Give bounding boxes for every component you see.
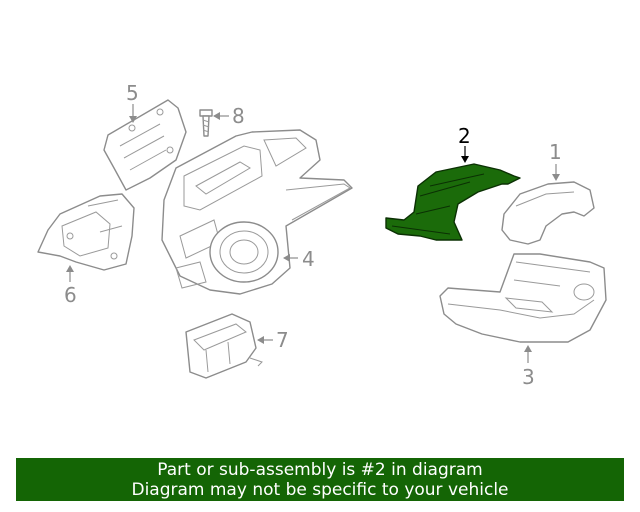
banner-line-1: Part or sub-assembly is #2 in diagram xyxy=(157,459,483,480)
callout-4: 4 xyxy=(302,247,315,271)
part-8-screw: 8 xyxy=(199,104,245,137)
callout-1: 1 xyxy=(549,140,562,164)
part-1-upper-shroud: 1 xyxy=(501,140,595,245)
callout-2: 2 xyxy=(458,124,471,148)
notice-banner: Part or sub-assembly is #2 in diagram Di… xyxy=(16,458,624,501)
part-7-module: 7 xyxy=(185,313,289,379)
callout-5: 5 xyxy=(126,81,139,105)
part-6-bracket: 6 xyxy=(37,193,135,307)
banner-line-2: Diagram may not be specific to your vehi… xyxy=(131,479,509,500)
part-5-bracket-plate: 5 xyxy=(103,81,187,191)
callout-8: 8 xyxy=(232,104,245,128)
callout-6: 6 xyxy=(64,283,77,307)
part-4-housing: 4 xyxy=(161,129,353,295)
part-3-lower-shroud: 3 xyxy=(439,253,607,389)
part-2-cover-highlighted: 2 xyxy=(385,124,521,241)
callout-7: 7 xyxy=(276,328,289,352)
callout-3: 3 xyxy=(522,365,535,389)
